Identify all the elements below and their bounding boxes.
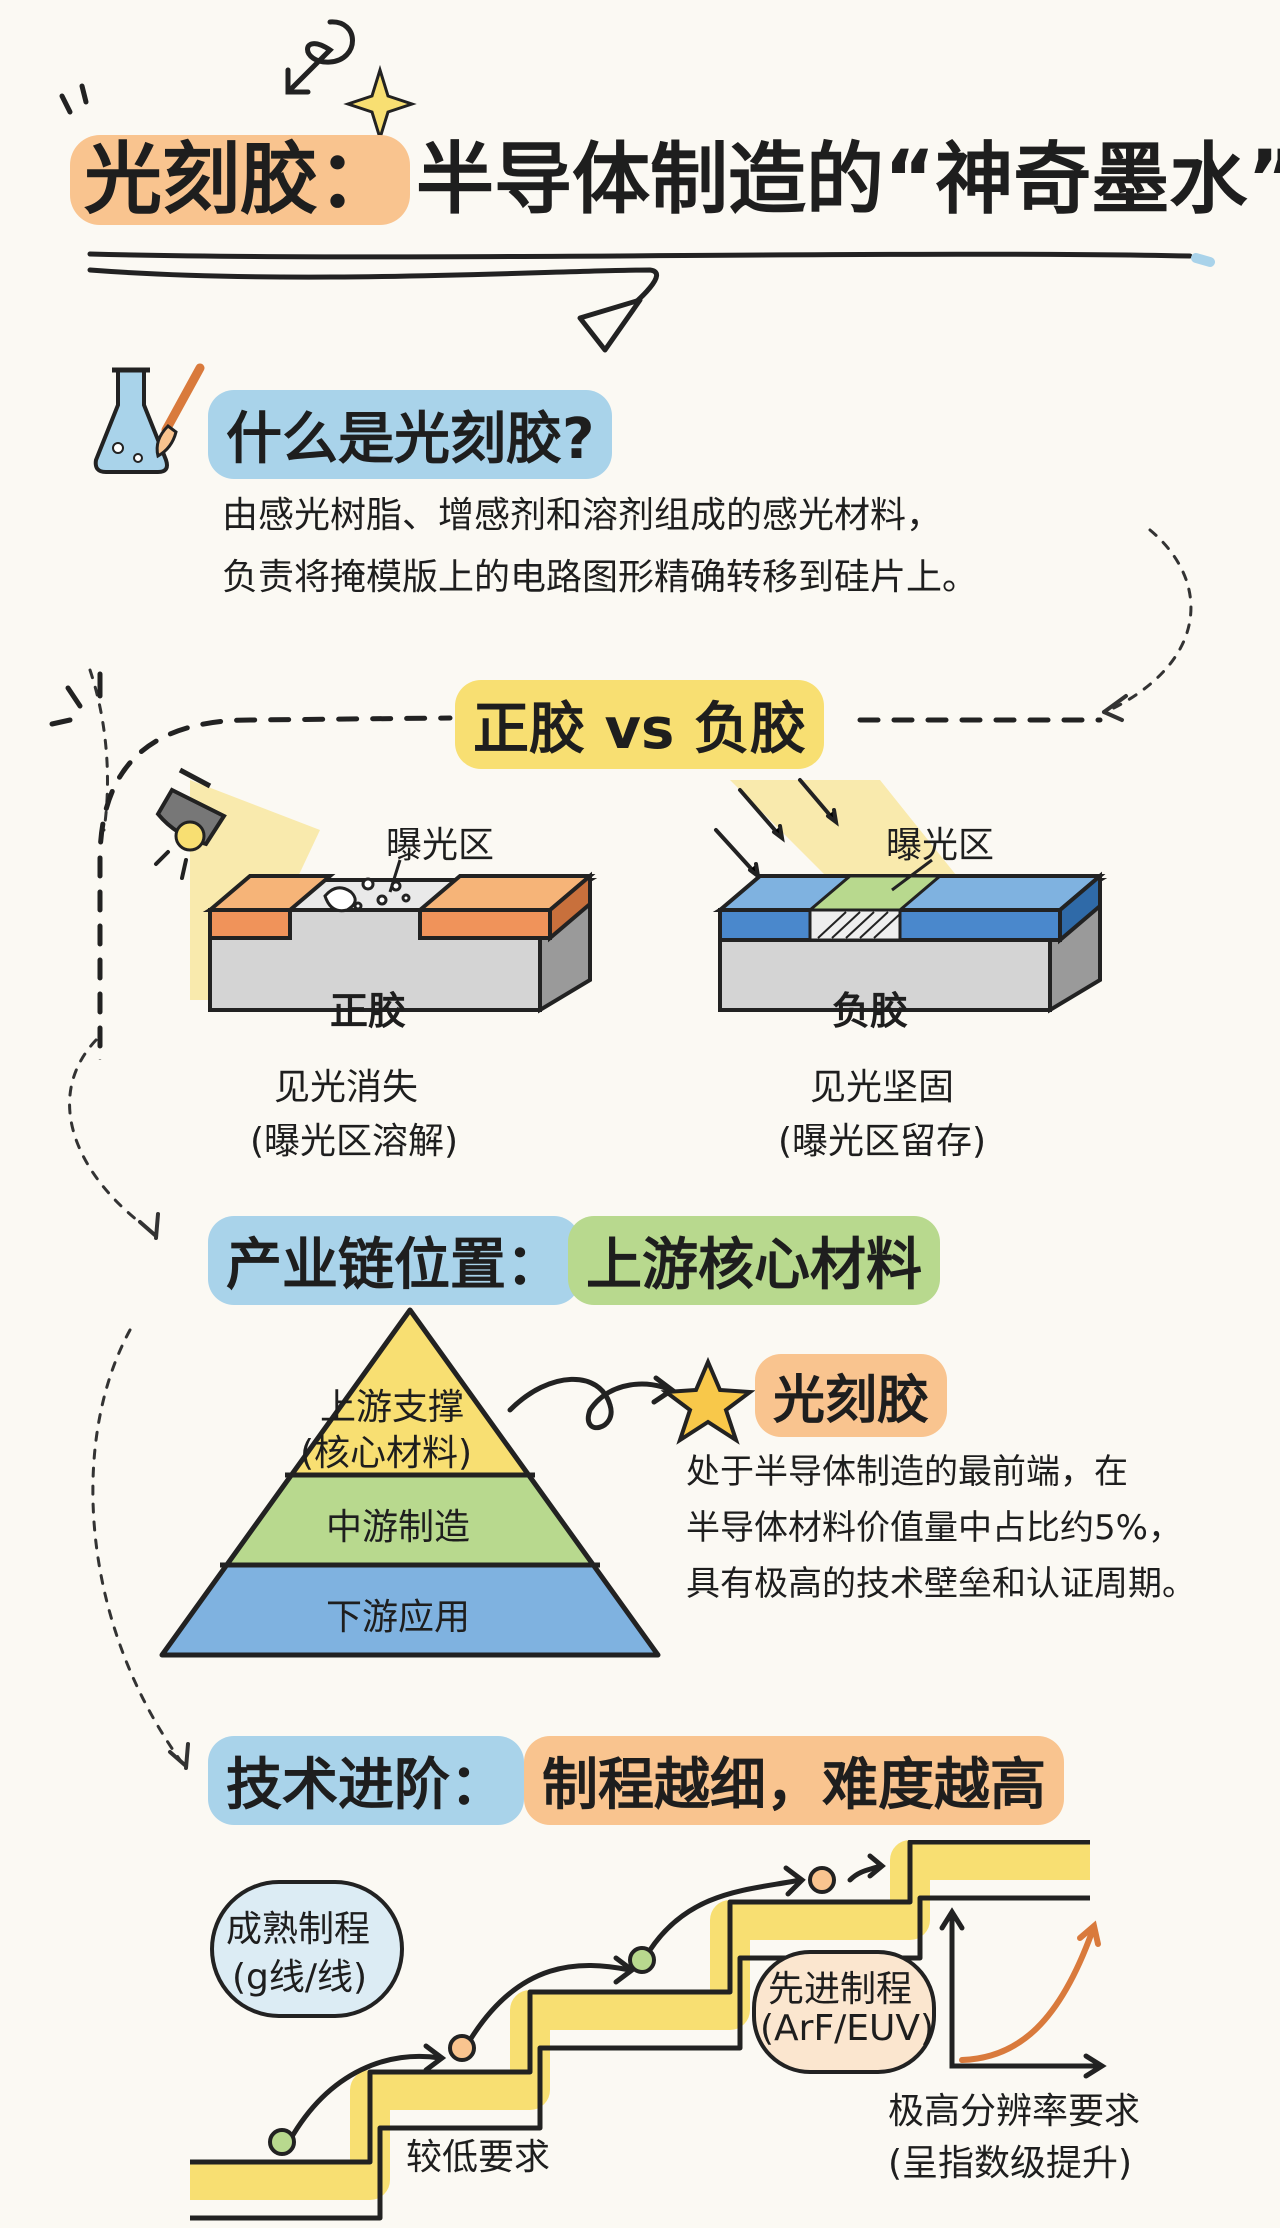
low-requirement-label: 较低要求 <box>406 2137 551 2178</box>
advanced-process-line1: 先进制程 <box>768 1969 913 2010</box>
negative-resist-diagram <box>712 778 1108 1014</box>
mature-process-bubble <box>210 1880 404 2018</box>
section3-line2: 半导体材料价值量中占比约5%， <box>686 1508 1182 1548</box>
dashed-connectors <box>68 528 1193 1770</box>
positive-caption1: 见光消失 <box>274 1067 419 1108</box>
section1-line1: 由感光树脂、增感剂和溶剂组成的感光材料， <box>222 495 943 536</box>
negative-block-label: 负胶 <box>832 989 909 1033</box>
accent-lines-icon <box>59 83 89 115</box>
pyramid-middle: 中游制造 <box>326 1507 471 1548</box>
resolution-line1: 极高分辨率要求 <box>888 2091 1141 2132</box>
advanced-process-line2: (ArF/EUV) <box>760 2008 935 2049</box>
pyramid-top-line1: 上游支撑 <box>320 1387 465 1428</box>
negative-caption1: 见光坚固 <box>810 1067 955 1108</box>
industry-pyramid <box>159 1307 661 1658</box>
callout-arrow <box>507 1356 756 1445</box>
callout-title: 光刻胶 <box>755 1354 948 1437</box>
mature-process-line2: (g线/线) <box>232 1957 368 1998</box>
pyramid-bottom: 下游应用 <box>326 1597 471 1638</box>
negative-exposure-label: 曝光区 <box>886 825 995 866</box>
decor-top <box>59 19 1215 353</box>
title-part2: 半导体制造的“神奇墨水” <box>416 135 1280 225</box>
positive-block-label: 正胶 <box>330 989 407 1033</box>
star-icon <box>660 1356 756 1445</box>
mature-process-line1: 成熟制程 <box>226 1909 371 1950</box>
step-dot-1 <box>268 2128 296 2156</box>
step-dot-3 <box>628 1946 656 1974</box>
process-staircase <box>190 1840 1107 2221</box>
curly-arrow-icon <box>285 19 355 95</box>
section3-line1: 处于半导体制造的最前端，在 <box>686 1452 1128 1492</box>
section3-line3: 具有极高的技术壁垒和认证周期。 <box>686 1564 1196 1604</box>
advanced-process-bubble <box>752 1950 936 2074</box>
section2-dashline <box>49 671 1103 1060</box>
section1-line2: 负责将掩模版上的电路图形精确转移到硅片上。 <box>222 557 979 598</box>
section2-heading: 正胶 vs 负胶 <box>455 680 824 769</box>
resolution-line2: (呈指数级提升) <box>888 2143 1133 2184</box>
underline-arrow-icon <box>87 251 1215 353</box>
step-dot-4 <box>808 1866 836 1894</box>
section3-heading-b: 上游核心材料 <box>568 1216 940 1305</box>
pyramid-top-line2: (核心材料) <box>300 1433 473 1474</box>
lamp-icon <box>155 767 227 852</box>
section3-heading-a: 产业链位置： <box>208 1216 580 1305</box>
step-dot-2 <box>448 2034 476 2062</box>
title-part1: 光刻胶： <box>70 135 411 225</box>
flask-brush-icon <box>93 363 205 474</box>
positive-resist-diagram <box>154 767 598 1014</box>
negative-caption2: (曝光区留存) <box>778 1121 987 1162</box>
exponential-graph-icon <box>939 1907 1107 2079</box>
page-title: 光刻胶：半导体制造的“神奇墨水” <box>70 120 1280 240</box>
section4-heading-a: 技术进阶： <box>208 1736 524 1825</box>
section4-heading-b: 制程越细，难度越高 <box>524 1736 1064 1825</box>
positive-exposure-label: 曝光区 <box>386 825 495 866</box>
section1-heading: 什么是光刻胶? <box>208 390 613 479</box>
positive-caption2: (曝光区溶解) <box>250 1121 459 1162</box>
